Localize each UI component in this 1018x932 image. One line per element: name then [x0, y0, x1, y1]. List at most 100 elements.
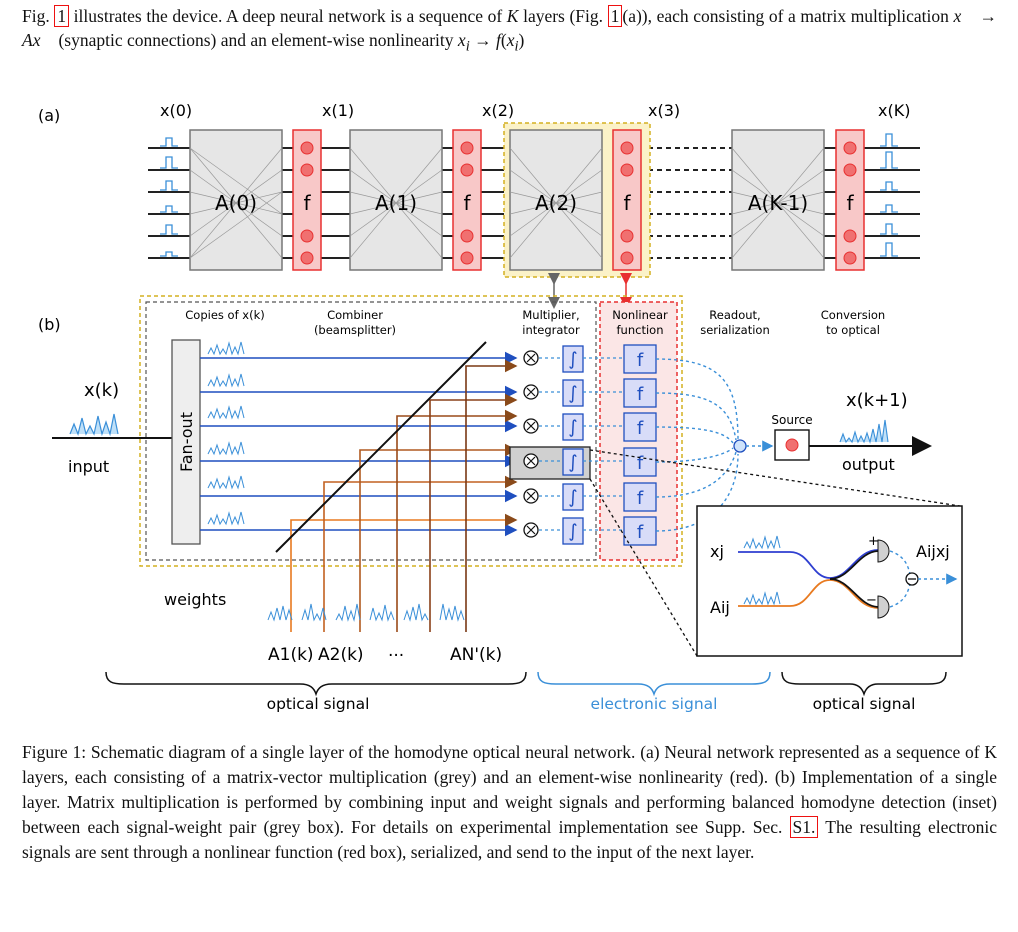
output-label: output — [842, 455, 895, 474]
source-icon — [785, 438, 799, 452]
matrix-label-2: A(2) — [535, 191, 577, 215]
matrix-block-k: A(K-1) — [731, 129, 825, 271]
intro-paragraph: Fig. 1 illustrates the device. A deep ne… — [22, 5, 997, 55]
vector-label-1: x(1) — [322, 101, 354, 120]
fanout-label: Fan-out — [177, 412, 196, 472]
multiplier-symbols — [526, 353, 536, 535]
input-signal-icon — [69, 413, 119, 437]
weight-lines — [290, 359, 518, 632]
matrix-block-0: A(0) — [189, 129, 283, 271]
figure-ref-link[interactable]: 1 — [54, 5, 70, 27]
intro-text-5: (synaptic connections) and an element-wi… — [54, 30, 458, 50]
caption-text: Figure 1: Schematic diagram of a single … — [22, 742, 997, 837]
f-box-label-2: f — [637, 384, 644, 405]
figure-caption: Figure 1: Schematic diagram of a single … — [22, 740, 997, 865]
output-pulses — [880, 133, 898, 257]
readout-label-1: Readout, — [709, 308, 760, 322]
inset-aij-label: Aij — [710, 598, 730, 617]
svg-text:∫: ∫ — [568, 417, 577, 438]
minus-sign: − — [866, 593, 877, 608]
beamsplitter-line — [275, 341, 487, 553]
input-vector-label: x(k) — [84, 380, 119, 401]
optical-signal-label-1: optical signal — [267, 695, 370, 713]
inset-signal-icon — [743, 535, 781, 550]
f-box-label-3: f — [637, 418, 644, 439]
nonlinear-label-2: function — [617, 323, 664, 337]
electronic-links — [539, 357, 624, 531]
detector-plus-icon — [877, 539, 890, 563]
output-vector-label: x(k+1) — [846, 390, 908, 411]
output-signal-icon — [839, 419, 889, 445]
matrix-label-0: A(0) — [215, 191, 257, 215]
vector-label-3: x(3) — [648, 101, 680, 120]
f-box-label-6: f — [637, 522, 644, 543]
svg-text:∫: ∫ — [568, 349, 577, 370]
source-label: Source — [771, 413, 812, 427]
inset-xj-label: xj — [710, 542, 724, 561]
nonlinearity-block-k: f — [835, 129, 865, 271]
signal-type-labels: optical signal electronic signal optical… — [267, 695, 916, 713]
intro-text-4: (a)), each consisting of a matrix multip… — [622, 6, 954, 26]
electronic-signal-label: electronic signal — [591, 695, 718, 713]
combiner-label-1: Combiner — [327, 308, 383, 322]
svg-text:∫: ∫ — [568, 521, 577, 542]
intro-text-3: layers (Fig. — [518, 6, 608, 26]
inset-product-label: Aijxj — [916, 542, 950, 561]
stage-labels: Copies of x(k) Combiner (beamsplitter) M… — [185, 308, 885, 337]
svg-text:∫: ∫ — [568, 452, 577, 473]
signal-lines — [200, 351, 518, 537]
signal-braces — [105, 671, 947, 697]
f-label-0: f — [303, 191, 311, 215]
intro-text-1: Fig. — [22, 6, 55, 26]
figure-ref-link-2[interactable]: 1 — [607, 5, 623, 27]
f-box-label-1: f — [637, 350, 644, 371]
weight-vector-labels: A1(k) A2(k) ... AN'(k) — [268, 641, 502, 665]
plus-sign: + — [868, 534, 879, 549]
combiner-label-2: (beamsplitter) — [314, 323, 396, 337]
svg-text:∫: ∫ — [568, 383, 577, 404]
svg-text:∫: ∫ — [568, 487, 577, 508]
weight-vector-2: A2(k) — [318, 645, 364, 665]
serializer-node — [733, 439, 747, 453]
weight-vector-ellipsis: ... — [388, 641, 404, 661]
vector-labels: x(0) x(1) x(2) x(3) x(K) — [160, 101, 910, 120]
vector-label-k: x(K) — [878, 101, 910, 120]
figure-diagram: (a) A(0) A(1) — [38, 101, 963, 713]
weight-vector-n: AN'(k) — [450, 645, 502, 665]
f-label-2: f — [623, 191, 631, 215]
matrix-frame — [145, 301, 597, 561]
vector-label-0: x(0) — [160, 101, 192, 120]
nonlinear-label-1: Nonlinear — [612, 308, 668, 322]
supp-ref-link[interactable]: S1. — [789, 816, 819, 838]
conversion-label-1: Conversion — [821, 308, 885, 322]
intro-text-2: illustrates the device. A deep neural ne… — [69, 6, 507, 26]
f-label-1: f — [463, 191, 471, 215]
nonlinearity-block-0: f — [292, 129, 322, 271]
matrix-label-1: A(1) — [375, 191, 417, 215]
f-label-k: f — [846, 191, 854, 215]
multiplier-label-2: integrator — [522, 323, 580, 337]
vector-label-2: x(2) — [482, 101, 514, 120]
nonlinearity-block-1: f — [452, 129, 482, 271]
input-label: input — [68, 457, 109, 476]
readout-label-2: serialization — [700, 323, 770, 337]
copies-label: Copies of x(k) — [185, 308, 264, 322]
detector-minus-icon — [877, 595, 890, 619]
weight-vector-1: A1(k) — [268, 645, 314, 665]
input-pulses — [160, 137, 178, 257]
panel-b-label: (b) — [38, 315, 61, 334]
f-box-label-5: f — [637, 488, 644, 509]
integrator-blocks: ∫ ∫ ∫ ∫ ∫ ∫ — [562, 345, 584, 545]
conversion-label-2: to optical — [826, 323, 880, 337]
nonlinearity-block-2: f — [612, 129, 642, 271]
weight-signal-icons — [267, 603, 465, 622]
matrix-block-2: A(2) — [509, 129, 603, 271]
matrix-label-k: A(K-1) — [748, 191, 808, 215]
inset-weight-icon — [743, 591, 781, 606]
caption-text-2: The resulting electronic signals are sen… — [22, 817, 998, 862]
matrix-block-1: A(1) — [349, 129, 443, 271]
panel-a-label: (a) — [38, 106, 60, 125]
weights-label: weights — [164, 590, 226, 609]
copy-signal-icons — [207, 341, 245, 526]
fanout-block — [171, 339, 201, 545]
